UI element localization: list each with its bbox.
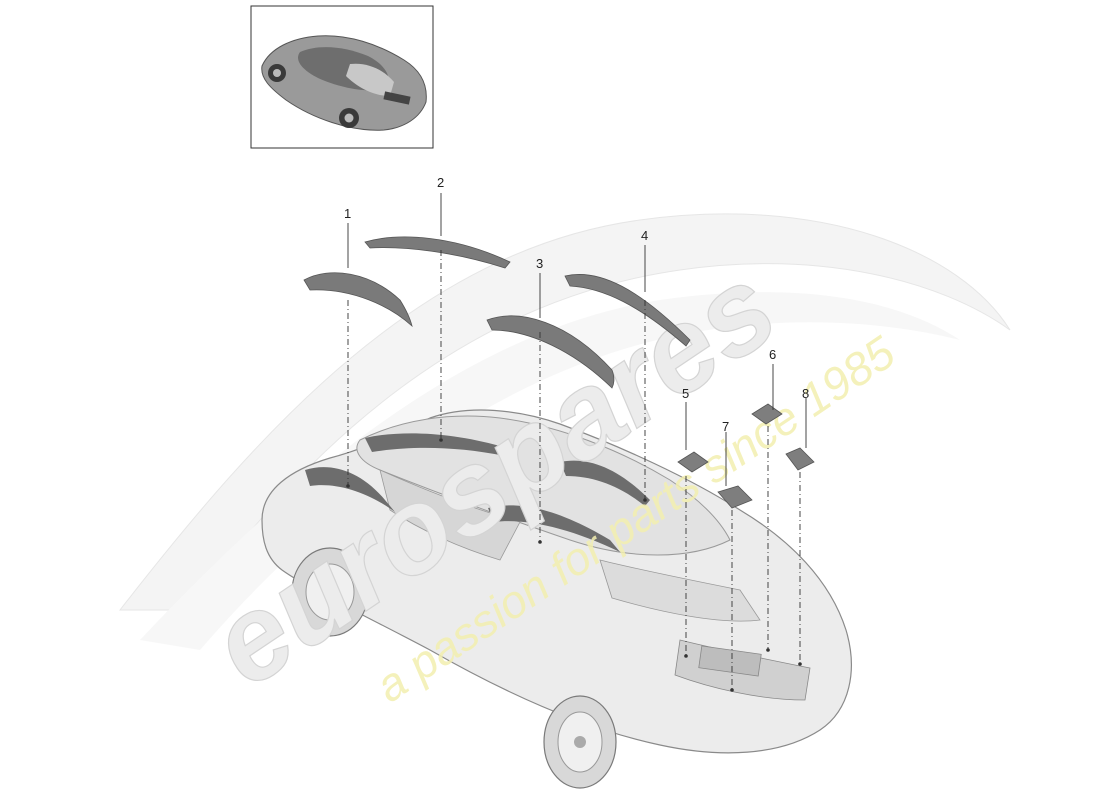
callout-3[interactable]: 3 [536,256,543,271]
callout-4[interactable]: 4 [641,228,648,243]
stripe-part-2[interactable] [364,236,511,269]
decal-part-6[interactable] [751,403,783,425]
callout-7[interactable]: 7 [722,419,729,434]
car-body [261,409,852,789]
decal-part-5[interactable] [677,451,709,473]
leader-lines [347,193,807,690]
rear-wheel [543,695,617,789]
stripe-part-1[interactable] [303,272,413,328]
decal-part-7[interactable] [717,485,753,509]
callout-5[interactable]: 5 [682,386,689,401]
callout-labels: 1 2 3 4 5 6 7 8 [344,175,809,434]
stripe-part-3[interactable] [486,315,615,389]
watermark-swoosh [118,213,1011,650]
callout-6[interactable]: 6 [769,347,776,362]
front-wheel [291,547,369,637]
callout-1[interactable]: 1 [344,206,351,221]
stripe-part-4[interactable] [564,274,691,347]
callout-2[interactable]: 2 [437,175,444,190]
decal-part-8[interactable] [785,447,815,471]
leader-end-markers [346,438,802,692]
car-thumbnail-icon [261,35,427,131]
car-thumbnail[interactable] [250,5,434,149]
callout-8[interactable]: 8 [802,386,809,401]
